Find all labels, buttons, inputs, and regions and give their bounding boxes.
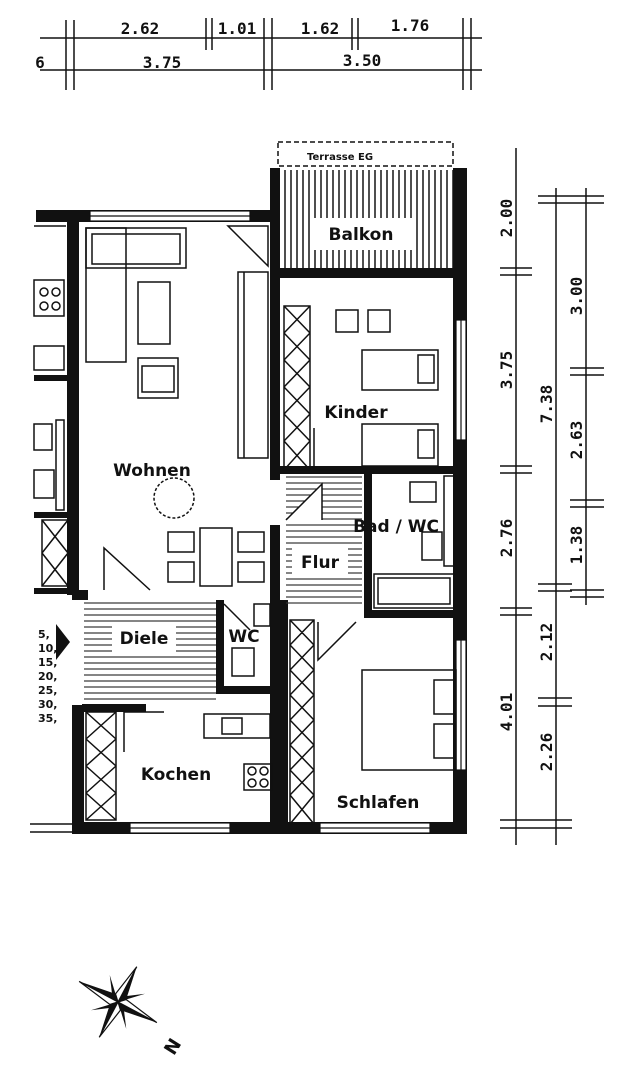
dim-right-7-38: 7.38 xyxy=(537,385,556,424)
stair-step-15: 15, xyxy=(38,656,58,669)
dim-right-4-01: 4.01 xyxy=(497,693,516,732)
dim-right-2-00: 2.00 xyxy=(497,199,516,238)
stair-step-5: 5, xyxy=(38,628,50,641)
stair-arrow-icon xyxy=(56,624,70,660)
flur-label-bg xyxy=(292,548,348,576)
terrasse-outline xyxy=(277,141,454,167)
wc-fixtures xyxy=(223,603,271,677)
room-bad-label: Bad / WC xyxy=(353,517,439,537)
stair-step-20: 20, xyxy=(38,670,58,683)
neighbor-unit xyxy=(33,225,69,587)
dim-right-3-00: 3.00 xyxy=(567,277,586,316)
bad-fixtures xyxy=(373,475,455,609)
dim-top-1-01: 1.01 xyxy=(218,19,257,38)
wohnen-furniture xyxy=(85,225,269,591)
dim-top-6: 6 xyxy=(35,53,45,72)
compass-north-label: N xyxy=(160,1035,186,1059)
dim-right-2-76: 2.76 xyxy=(497,519,516,558)
windows xyxy=(89,210,467,834)
stair-step-30: 30, xyxy=(38,698,58,711)
room-diele-label: Diele xyxy=(120,629,169,649)
diele-label-bg xyxy=(112,622,176,652)
dim-top-2-62: 2.62 xyxy=(121,19,160,38)
dim-right-2-63: 2.63 xyxy=(567,421,586,460)
dim-right-3-75: 3.75 xyxy=(497,351,516,390)
dim-top-1-76: 1.76 xyxy=(391,16,430,35)
flur-door-swing xyxy=(285,482,323,521)
dim-right-2-12: 2.12 xyxy=(537,623,556,662)
compass-rose-icon xyxy=(78,966,158,1038)
dim-top-3-75: 3.75 xyxy=(143,53,182,72)
room-kinder-label: Kinder xyxy=(324,403,388,423)
dim-right-2-26: 2.26 xyxy=(537,733,556,772)
room-kochen-label: Kochen xyxy=(141,765,211,785)
room-flur-label: Flur xyxy=(301,553,340,573)
balkon-label-bg xyxy=(312,218,412,250)
dim-top-3-50: 3.50 xyxy=(343,51,382,70)
right-dimension-lines xyxy=(500,148,604,845)
stair-step-35: 35, xyxy=(38,712,58,725)
room-wohnen-label: Wohnen xyxy=(113,461,191,481)
room-wc-label: WC xyxy=(228,627,259,647)
stair-step-10: 10, xyxy=(38,642,58,655)
flur-hatch xyxy=(286,476,362,606)
kinder-furniture xyxy=(283,305,439,471)
terrasse-label: Terrasse EG xyxy=(307,152,373,163)
top-dimension-lines xyxy=(40,18,482,90)
room-schlafen-label: Schlafen xyxy=(337,793,420,813)
schlafen-furniture xyxy=(289,619,457,825)
dim-top-1-62: 1.62 xyxy=(301,19,340,38)
dim-right-1-38: 1.38 xyxy=(567,526,586,565)
kochen-fixtures xyxy=(85,711,273,821)
stair-step-25: 25, xyxy=(38,684,58,697)
room-balkon-label: Balkon xyxy=(329,225,394,245)
